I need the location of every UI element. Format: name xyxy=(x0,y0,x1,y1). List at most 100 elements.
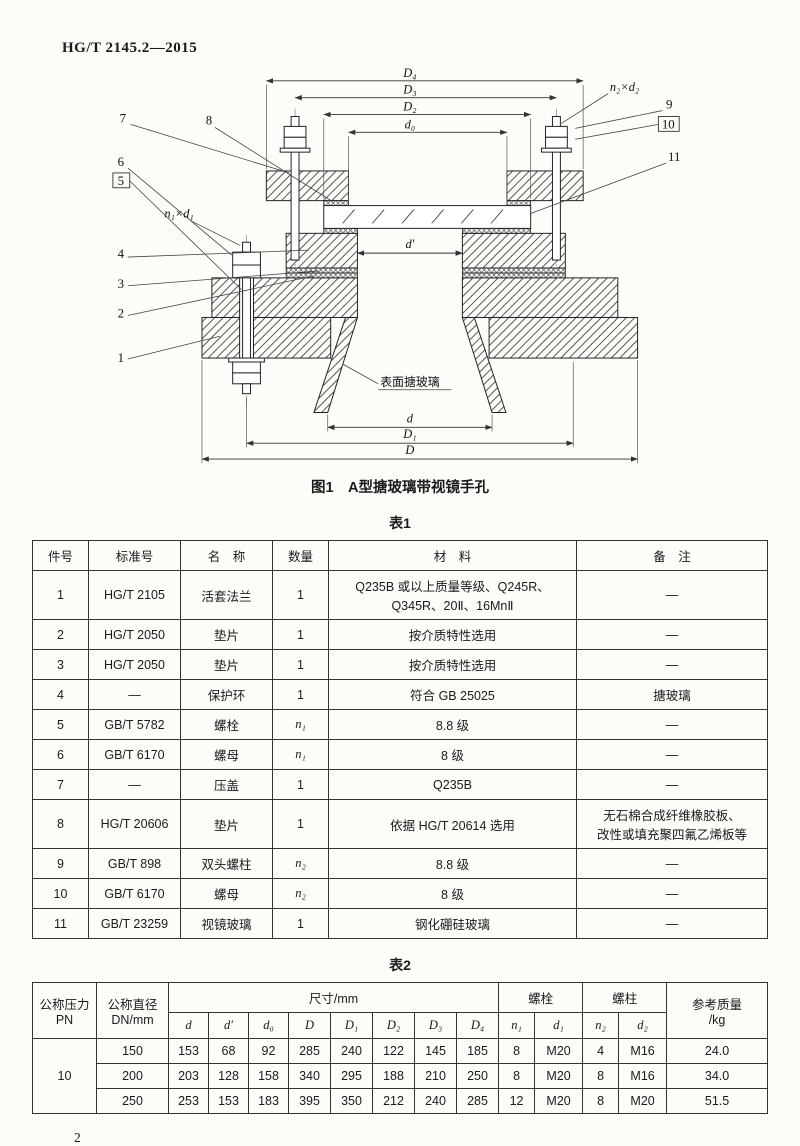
table-cell: 8 xyxy=(32,799,89,849)
neck-cone-right xyxy=(461,316,507,414)
cover-section-right xyxy=(506,170,584,202)
table-cell: 11 xyxy=(32,908,89,939)
table-cell: 68 xyxy=(208,1038,249,1064)
table-cell: 8 级 xyxy=(328,739,577,770)
table-cell: 12 xyxy=(498,1088,536,1114)
svg-text:D: D xyxy=(404,443,414,457)
svg-text:D₁: D₁ xyxy=(402,427,416,441)
figure-1: D₄ D₃ D₂ d₀ d′ xyxy=(82,66,718,497)
table-cell: HG/T 2050 xyxy=(88,649,181,680)
col-header-dn: 公称直径 DN/mm xyxy=(96,982,169,1039)
table-cell: — xyxy=(576,619,768,650)
table-cell: HG/T 2050 xyxy=(88,619,181,650)
table-cell: 34.0 xyxy=(666,1063,768,1089)
col-header-n1: n₁ xyxy=(498,1012,536,1039)
table-cell: 51.5 xyxy=(666,1088,768,1114)
callout-9: 9 xyxy=(575,98,672,129)
table-cell: M16 xyxy=(618,1038,668,1064)
table-cell: 垫片 xyxy=(180,799,273,849)
table-cell: 1 xyxy=(272,799,329,849)
svg-text:d₀: d₀ xyxy=(405,117,415,131)
table-cell: 保护环 xyxy=(180,679,273,710)
table-cell: 1 xyxy=(272,570,329,620)
table-cell: GB/T 6170 xyxy=(88,739,181,770)
col-header-standard-no: 标准号 xyxy=(88,540,181,571)
table-cell: 4 xyxy=(582,1038,620,1064)
table-cell: 1 xyxy=(272,679,329,710)
sight-glass xyxy=(323,205,532,229)
table-cell: 7 xyxy=(32,769,89,800)
table-cell: — xyxy=(576,908,768,939)
svg-text:D₂: D₂ xyxy=(402,100,416,114)
table-cell: 1 xyxy=(32,570,89,620)
dimension-D1: D₁ xyxy=(246,362,574,448)
table-cell: 122 xyxy=(372,1038,415,1064)
table-cell: 250 xyxy=(455,1063,500,1089)
table-cell: M20 xyxy=(534,1038,584,1064)
table-cell: 按介质特性选用 xyxy=(328,619,577,650)
dimension-d: d xyxy=(327,411,493,432)
table-cell: — xyxy=(576,739,768,770)
table-cell: 240 xyxy=(414,1088,457,1114)
table-cell: 8 xyxy=(582,1088,620,1114)
table-cell: 153 xyxy=(168,1038,209,1064)
col-header-mass: 参考质量 /kg xyxy=(666,982,768,1039)
surface-enamel-note: 表面搪玻璃 xyxy=(342,363,452,391)
col-header-remark: 备 注 xyxy=(576,540,768,571)
table-cell: 双头螺柱 xyxy=(180,848,273,879)
svg-text:6: 6 xyxy=(118,155,125,169)
table-cell: M20 xyxy=(534,1063,584,1089)
dimension-D2: D₂ xyxy=(323,100,532,199)
svg-text:表面搪玻璃: 表面搪玻璃 xyxy=(380,375,439,389)
table-cell: 8 级 xyxy=(328,878,577,909)
table-cell: 螺栓 xyxy=(180,709,273,740)
table-cell: — xyxy=(88,769,181,800)
table-cell: — xyxy=(576,878,768,909)
table-cell: — xyxy=(576,848,768,879)
label-n2d2: n₂×d₂ xyxy=(561,80,639,124)
svg-text:7: 7 xyxy=(120,111,127,125)
table-cell: 145 xyxy=(414,1038,457,1064)
table-cell: n₂ xyxy=(272,848,329,879)
table-cell: 10 xyxy=(32,1038,97,1114)
col-header-D4: D₄ xyxy=(455,1012,500,1039)
table-cell: — xyxy=(576,769,768,800)
figure-caption: 图1 A型搪玻璃带视镜手孔 xyxy=(310,480,490,496)
table1-header-row: 件号 标准号 名 称 数量 材 料 备 注 xyxy=(32,540,768,571)
table-cell: n₂ xyxy=(272,878,329,909)
table-cell: 2 xyxy=(32,619,89,650)
gasket-3 xyxy=(461,267,566,274)
table-cell: 1 xyxy=(272,649,329,680)
col-header-D: D xyxy=(288,1012,331,1039)
table-cell: 295 xyxy=(330,1063,373,1089)
dimension-d0: d₀ xyxy=(348,117,508,204)
col-header-d-prime: d′ xyxy=(208,1012,249,1039)
table-cell: 8.8 级 xyxy=(328,709,577,740)
table-cell: 视镜玻璃 xyxy=(180,908,273,939)
table-cell: 24.0 xyxy=(666,1038,768,1064)
col-header-pn: 公称压力 PN xyxy=(32,982,97,1039)
col-header-D2: D₂ xyxy=(372,1012,415,1039)
table-cell: 8 xyxy=(582,1063,620,1089)
col-group-stud: 螺柱 xyxy=(582,982,668,1013)
col-header-qty: 数量 xyxy=(272,540,329,571)
gasket-2 xyxy=(461,272,566,279)
table2-header-row-2: d d′ d₀ D D₁ D₂ D₃ D₄ n₁ d₁ n₂ d₂ xyxy=(33,1012,768,1039)
svg-text:d′: d′ xyxy=(405,237,414,251)
table-cell: HG/T 2105 xyxy=(88,570,181,620)
col-group-bolt: 螺栓 xyxy=(498,982,584,1013)
table-cell: 垫片 xyxy=(180,649,273,680)
callout-11: 11 xyxy=(530,150,680,214)
standard-number: HG/T 2145.2—2015 xyxy=(62,40,198,56)
svg-text:5: 5 xyxy=(118,174,124,188)
glass-hatching xyxy=(342,209,504,224)
svg-text:3: 3 xyxy=(118,277,124,291)
dimension-D3: D₃ xyxy=(294,83,557,101)
